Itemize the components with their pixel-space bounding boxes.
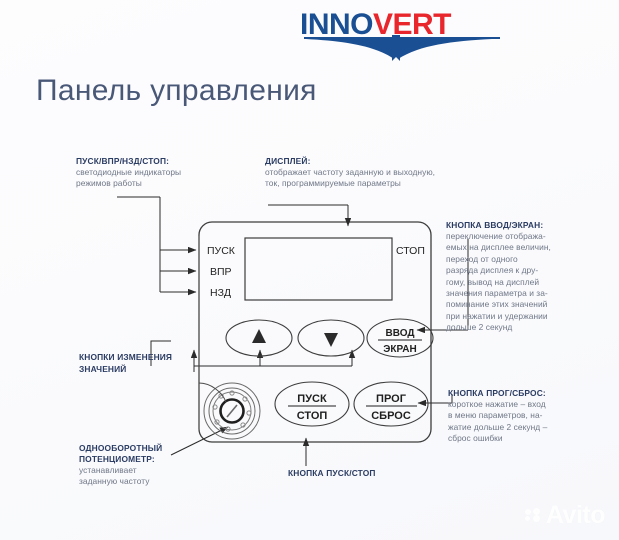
annotation-display-line-1: ток, программируемые параметры [265,178,401,189]
page-title: Панель управления [36,74,317,107]
annotation-enter-screen-line-2: переход от одного [446,253,518,264]
annotation-leds-line-1: режимов работы [76,178,142,189]
annotation-prog-reset-body: короткое нажатие – вход в меню параметро… [448,399,616,445]
annotation-enter-screen-line-3: разряда дисплея к дру- [446,265,539,276]
annotation-leds-line-0: светодиодные индикаторы [76,167,182,177]
logo-text-vert: VERT [373,8,452,41]
annotation-enter-screen-heading: КНОПКА ВВОД/ЭКРАН: [446,220,544,230]
annotation-display: ДИСПЛЕЙ: отображает частоту заданную и в… [265,156,435,190]
annotation-potentiometer: ОДНООБОРОТНЫЙ ПОТЕНЦИОМЕТР: устанавливае… [79,443,162,488]
logo-text-inno: INNO [300,8,374,41]
annotation-leds: ПУСК/ВПР/НЗД/СТОП: светодиодные индикато… [76,156,181,190]
annotation-prog-reset-line-1: в меню параметров, на- [448,410,543,421]
annotation-potentiometer-line-1: заданную частоту [79,476,150,487]
annotation-prog-reset-heading: КНОПКА ПРОГ/СБРОС: [448,388,546,398]
annotation-enter-screen-line-6: поминание этих значений [446,299,548,310]
annotation-display-line-0: отображает частоту заданную и выходную, [265,167,436,177]
annotation-enter-screen: КНОПКА ВВОД/ЭКРАН: переключение отобража… [446,220,616,334]
annotation-potentiometer-body: устанавливает заданную частоту [79,465,162,488]
annotation-prog-reset: КНОПКА ПРОГ/СБРОС: короткое нажатие – вх… [448,388,616,445]
logo-wordmark: INNOVERT [300,8,530,42]
annotation-enter-screen-line-0: переключение отобража- [446,231,546,241]
avito-watermark: Avito [524,501,606,529]
annotation-enter-screen-line-1: емых на дисплее величин, [446,242,551,253]
annotation-display-body: отображает частоту заданную и выходную, … [265,167,435,190]
logo-swoosh-icon [304,35,500,61]
annotation-leds-heading: ПУСК/ВПР/НЗД/СТОП: [76,156,170,166]
annotation-potentiometer-heading-0: ОДНООБОРОТНЫЙ [79,443,163,453]
annotation-display-heading: ДИСПЛЕЙ: [265,156,311,166]
annotation-change-buttons-line-0: КНОПКИ ИЗМЕНЕНИЯ [79,352,173,362]
annotation-enter-screen-line-8: дольше 2 секунд [446,322,513,333]
annotation-enter-screen-line-7: при нажатии и удержании [446,310,548,321]
annotation-potentiometer-line-0: устанавливает [79,465,137,475]
annotation-prog-reset-line-0: короткое нажатие – вход [448,399,546,409]
annotation-leds-body: светодиодные индикаторы режимов работы [76,167,181,190]
annotation-change-buttons-line-1: ЗНАЧЕНИЙ [79,363,127,374]
avito-watermark-text: Avito [545,501,606,529]
annotation-enter-screen-line-4: гому, вывод на дисплей [446,276,540,287]
annotation-change-buttons: КНОПКИ ИЗМЕНЕНИЯ ЗНАЧЕНИЙ [79,352,172,375]
annotation-start-stop: КНОПКА ПУСК/СТОП [288,468,376,479]
annotation-potentiometer-heading-1: ПОТЕНЦИОМЕТР: [79,454,155,464]
annotation-enter-screen-line-5: значения параметра и за- [446,288,548,299]
innovert-logo: INNOVERT [300,8,530,61]
annotation-start-stop-heading: КНОПКА ПУСК/СТОП [288,468,376,478]
annotation-prog-reset-line-3: сброс ошибки [448,433,503,444]
annotation-enter-screen-body: переключение отобража- емых на дисплее в… [446,231,616,334]
avito-dots-icon [524,508,542,523]
annotation-prog-reset-line-2: жатие дольше 2 секунд – [448,421,548,432]
